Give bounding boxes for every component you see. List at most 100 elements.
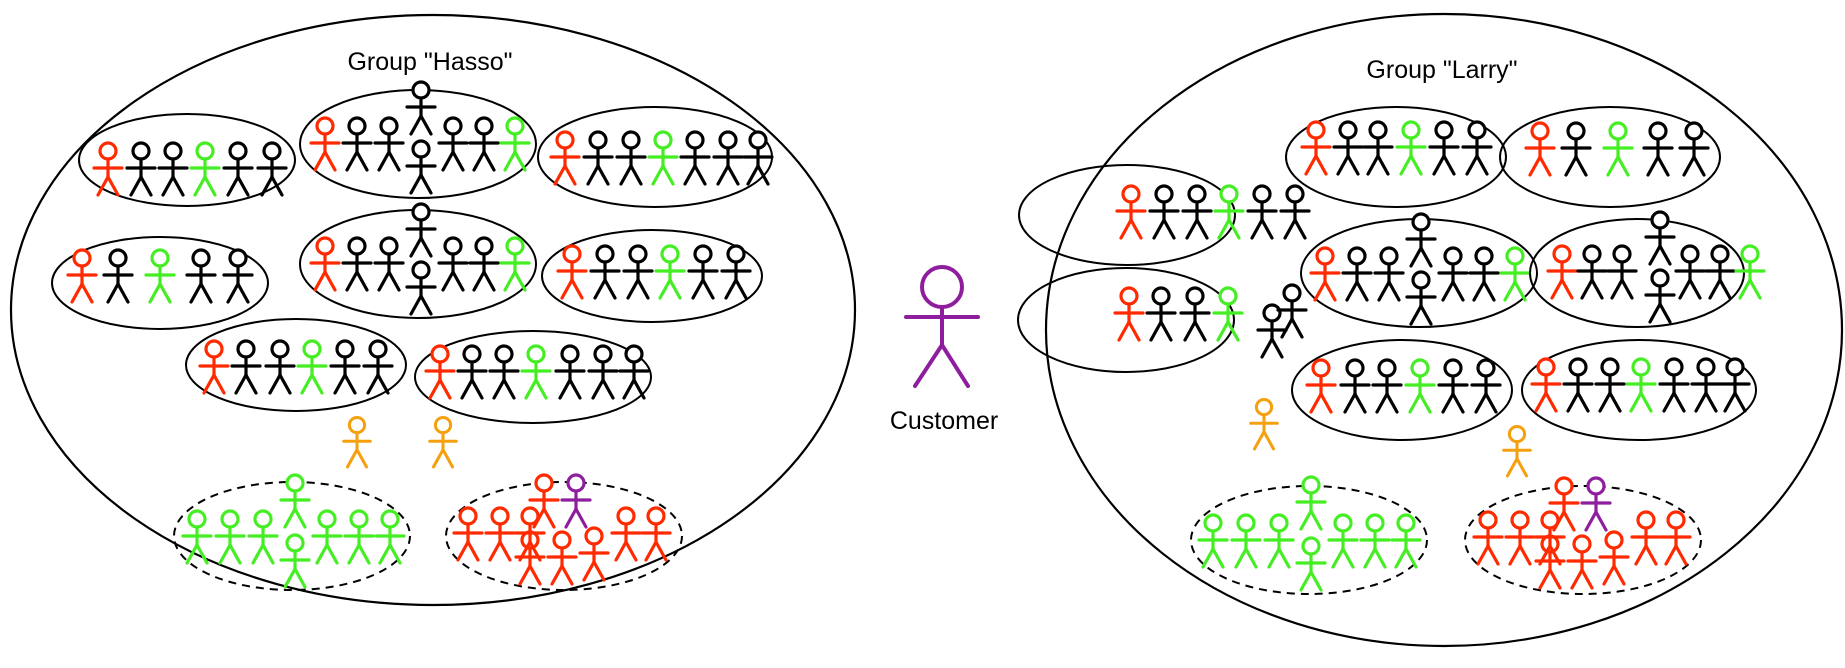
red-person-icon — [640, 506, 672, 562]
black-person-icon — [1256, 303, 1288, 359]
green-person-icon — [1404, 358, 1436, 414]
black-person-icon — [437, 116, 469, 172]
green-person-icon — [1230, 513, 1262, 569]
black-person-icon — [437, 236, 469, 292]
black-person-icon — [1339, 358, 1371, 414]
black-person-icon — [687, 244, 719, 300]
black-person-icon — [185, 248, 217, 304]
black-person-icon — [1468, 246, 1500, 302]
team-outline — [51, 236, 269, 330]
pool-outline — [1464, 485, 1702, 595]
team-outline — [1285, 106, 1507, 208]
hasso-team — [78, 113, 296, 207]
red-person-icon — [198, 339, 230, 395]
group-hasso-teams — [51, 80, 774, 591]
green-person-icon — [1395, 120, 1427, 176]
larry-team — [1300, 212, 1538, 328]
larry-pool — [1190, 475, 1428, 595]
red-person-icon — [1309, 246, 1341, 302]
red-person-icon — [1598, 530, 1630, 586]
black-person-icon — [488, 344, 520, 400]
hasso-pool — [173, 473, 411, 591]
red-person-icon — [610, 506, 642, 562]
larry-team — [1521, 339, 1757, 441]
green-person-icon — [654, 244, 686, 300]
black-person-icon — [222, 248, 254, 304]
green-person-icon — [1213, 184, 1245, 240]
green-person-icon — [1390, 513, 1422, 569]
black-person-icon — [1279, 184, 1311, 240]
red-person-icon — [1630, 510, 1662, 566]
green-person-icon — [520, 344, 552, 400]
larry-team — [1018, 164, 1311, 266]
red-person-icon — [309, 236, 341, 292]
group-larry-title: Group "Larry" — [1366, 56, 1517, 84]
black-person-icon — [362, 339, 394, 395]
team-outline — [1018, 164, 1236, 266]
black-person-icon — [1181, 184, 1213, 240]
larry-team — [1285, 106, 1507, 208]
hasso-team — [541, 229, 763, 323]
black-person-icon — [720, 244, 752, 300]
hasso-team — [185, 318, 407, 412]
team-outline — [414, 330, 652, 424]
unassigned-orange-person-icon — [342, 415, 372, 469]
larry-team — [1499, 106, 1721, 208]
black-person-icon — [554, 344, 586, 400]
green-person-icon — [296, 339, 328, 395]
group-hasso-outline — [9, 13, 857, 607]
red-person-icon — [1504, 510, 1536, 566]
black-person-icon — [230, 339, 262, 395]
red-person-icon — [528, 473, 560, 529]
black-person-icon — [1562, 357, 1594, 413]
red-person-icon — [1530, 357, 1562, 413]
red-person-icon — [1546, 244, 1578, 300]
red-person-icon — [1566, 534, 1598, 590]
black-person-icon — [102, 248, 134, 304]
customer-person-icon — [904, 265, 980, 388]
black-person-icon — [1690, 357, 1722, 413]
green-person-icon — [1295, 536, 1327, 592]
black-person-icon — [341, 116, 373, 172]
hasso-team — [414, 330, 652, 424]
green-person-icon — [343, 509, 375, 565]
black-person-icon — [679, 130, 711, 186]
black-person-icon — [1437, 246, 1469, 302]
green-person-icon — [214, 509, 246, 565]
red-person-icon — [1300, 120, 1332, 176]
black-person-icon — [468, 116, 500, 172]
black-person-icon — [1405, 212, 1437, 268]
black-person-icon — [1594, 357, 1626, 413]
red-person-icon — [578, 526, 610, 582]
larry-pool — [1464, 476, 1702, 595]
hasso-team — [537, 106, 774, 208]
red-person-icon — [92, 141, 124, 197]
black-person-icon — [1606, 244, 1638, 300]
black-person-icon — [264, 339, 296, 395]
green-person-icon — [279, 533, 311, 589]
hasso-pool — [445, 473, 683, 591]
customer — [904, 265, 980, 388]
black-person-icon — [373, 116, 405, 172]
black-person-icon — [622, 244, 654, 300]
red-person-icon — [549, 130, 581, 186]
green-person-icon — [1359, 513, 1391, 569]
green-person-icon — [144, 248, 176, 304]
black-person-icon — [256, 141, 288, 197]
team-outline — [1521, 339, 1757, 441]
black-person-icon — [1341, 246, 1373, 302]
red-person-icon — [1534, 510, 1566, 566]
red-person-icon — [1113, 286, 1145, 342]
team-outline — [1529, 218, 1745, 328]
pool-outline — [1190, 485, 1428, 595]
larry-team — [1291, 339, 1513, 441]
black-person-icon — [1674, 244, 1706, 300]
black-person-icon — [1719, 357, 1751, 413]
black-person-icon — [405, 139, 437, 195]
red-person-icon — [1660, 510, 1692, 566]
black-person-icon — [1332, 120, 1364, 176]
green-person-icon — [1327, 513, 1359, 569]
unassigned-orange-person-icon — [1502, 424, 1532, 478]
black-person-icon — [125, 141, 157, 197]
